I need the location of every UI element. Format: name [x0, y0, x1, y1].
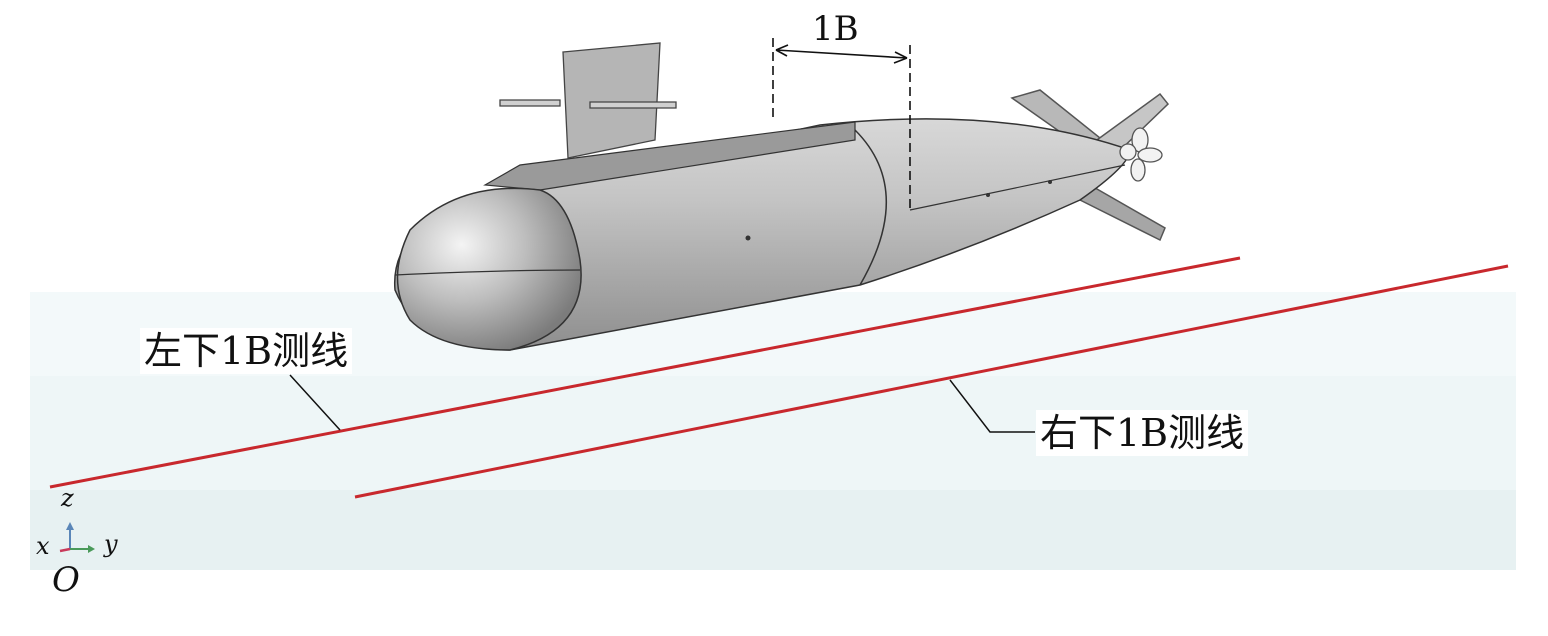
propeller: [1119, 127, 1163, 182]
section-seam-1: [854, 129, 887, 286]
dimension-label: 1B: [812, 9, 859, 49]
axis-triad: [59, 522, 95, 553]
left-line-label: 左下1B测线: [140, 328, 353, 374]
left-leader-line: [289, 374, 341, 431]
hull-seam: [394, 164, 1126, 276]
conning-tower: [499, 42, 677, 159]
axis-z-label: z: [61, 484, 74, 512]
right-measurement-line: [354, 264, 1509, 499]
left-measurement-line: [49, 256, 1241, 489]
origin-label: O: [52, 560, 80, 600]
water-band-2: [30, 376, 1516, 490]
bow: [396, 187, 582, 351]
dimension-annotation: [772, 38, 911, 212]
right-line-label: 右下1B测线: [1036, 410, 1249, 456]
axis-x-label: x: [36, 532, 50, 560]
water-band-3: [30, 490, 1516, 570]
right-leader-line: [949, 379, 1035, 433]
axis-y-label: y: [104, 530, 118, 558]
